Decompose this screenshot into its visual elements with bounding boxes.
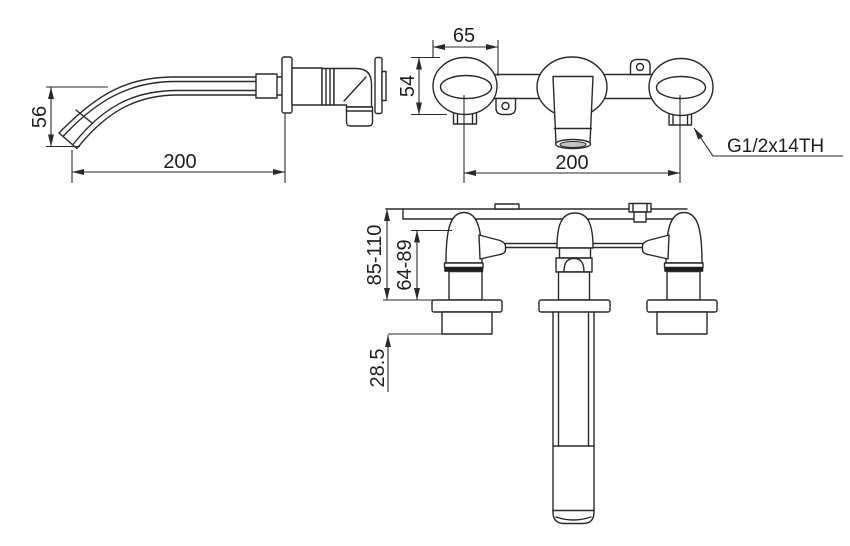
wall-flange-plate bbox=[281, 56, 293, 114]
right-valve-ring bbox=[663, 262, 704, 269]
dimension-handle-width: 65 bbox=[432, 25, 499, 76]
left-valve-dome bbox=[445, 211, 483, 264]
dim-text-54: 54 bbox=[397, 75, 419, 97]
outlet-stub bbox=[345, 106, 374, 127]
spout-outer-top-line bbox=[58, 76, 284, 134]
right-valve-cylinder bbox=[666, 270, 701, 301]
dim-text-56: 56 bbox=[29, 106, 51, 128]
spout-nut bbox=[255, 73, 278, 99]
spout-outer-bottom-line bbox=[76, 94, 284, 150]
left-valve-assembly bbox=[431, 211, 507, 335]
dim-text-65: 65 bbox=[453, 25, 475, 47]
dim-text-28-5: 28.5 bbox=[367, 349, 389, 388]
center-collar bbox=[558, 247, 592, 259]
dimension-valve-depth: 64-89 bbox=[394, 229, 452, 300]
stem-plate-bump bbox=[381, 70, 387, 102]
thread-label: G1/2x14TH bbox=[727, 136, 824, 157]
right-valve-block bbox=[656, 311, 708, 335]
center-escutcheon bbox=[538, 299, 611, 313]
center-spout-assembly bbox=[538, 212, 611, 525]
center-cylinder bbox=[557, 271, 591, 301]
bar-step-tab bbox=[494, 203, 520, 210]
center-nut bbox=[555, 257, 593, 273]
thread-callout: G1/2x14TH bbox=[693, 127, 843, 157]
right-valve-dome bbox=[665, 211, 703, 264]
spout-outline bbox=[58, 76, 284, 150]
bar-clamp-stem bbox=[633, 211, 647, 223]
dimension-spout-drop: 56 bbox=[29, 86, 108, 148]
spout-inner-top-line bbox=[62, 80, 259, 138]
left-valve-block bbox=[441, 311, 493, 335]
dimension-handle-spacing: 200 bbox=[464, 152, 680, 176]
dimension-rough-in-depth: 85-110 bbox=[364, 209, 448, 301]
dim-text-200: 200 bbox=[163, 151, 196, 173]
spout-tip-cut bbox=[58, 132, 78, 150]
installation-view: 85-110 64-89 28.5 bbox=[364, 202, 718, 525]
dim-text-200-front: 200 bbox=[555, 152, 588, 174]
dimension-wall-offset: 28.5 bbox=[367, 333, 490, 392]
spout-inner-bottom-line bbox=[72, 89, 259, 146]
leader-line bbox=[693, 127, 843, 157]
collar-ring bbox=[321, 67, 335, 106]
elbow-miter-line bbox=[343, 76, 367, 102]
front-view: 65 54 200 G1/2x14TH bbox=[397, 25, 843, 183]
valve-body bbox=[291, 67, 323, 106]
supply-pipe bbox=[552, 311, 595, 525]
left-escutcheon bbox=[431, 299, 503, 313]
dim-text-85-110: 85-110 bbox=[364, 225, 386, 286]
right-valve-assembly bbox=[641, 211, 718, 335]
side-view: 56 200 bbox=[29, 56, 387, 183]
screw-hole-left bbox=[501, 101, 510, 111]
spout-tube-opening bbox=[559, 140, 587, 149]
dim-text-64-89: 64-89 bbox=[394, 239, 416, 290]
screw-hole-right bbox=[635, 62, 645, 72]
center-spout-tube bbox=[552, 75, 594, 145]
dimension-spout-reach: 200 bbox=[71, 114, 286, 183]
left-valve-cylinder bbox=[448, 270, 483, 301]
spout-aerator-seam bbox=[75, 109, 93, 124]
left-valve-cone bbox=[478, 234, 507, 260]
left-valve-ring bbox=[443, 262, 484, 269]
stem-plate bbox=[374, 56, 383, 115]
right-escutcheon bbox=[646, 299, 718, 313]
pipe-cap-inner-arc bbox=[555, 516, 592, 521]
center-nut-arc bbox=[563, 257, 585, 273]
handle-left-grip bbox=[439, 74, 493, 100]
handle-right-grip bbox=[655, 75, 707, 100]
pipe-cap-bottom bbox=[552, 511, 595, 525]
center-dome bbox=[556, 212, 594, 249]
right-valve-cone bbox=[641, 234, 670, 260]
elbow-body bbox=[333, 67, 373, 108]
dimension-handle-height: 54 bbox=[397, 56, 447, 116]
